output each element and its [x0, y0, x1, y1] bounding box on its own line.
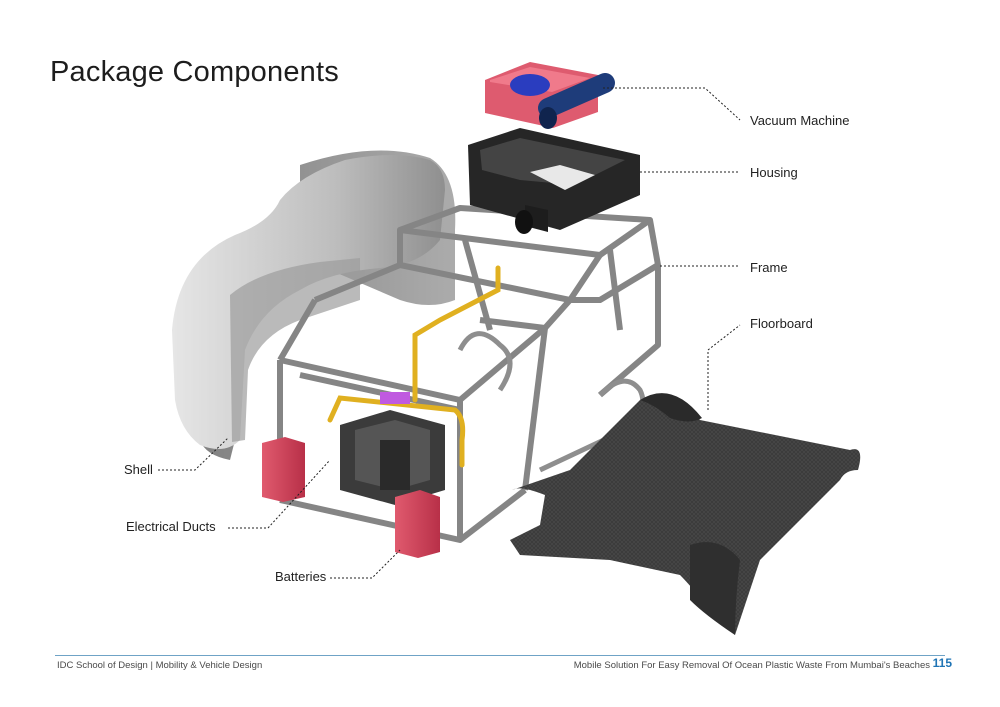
floorboard-part	[510, 393, 861, 635]
footer-left-text: IDC School of Design | Mobility & Vehicl…	[57, 660, 263, 671]
label-batteries: Batteries	[275, 569, 327, 584]
label-housing: Housing	[750, 165, 798, 180]
label-shell: Shell	[124, 462, 153, 477]
label-frame: Frame	[750, 260, 788, 275]
footer-right-text: Mobile Solution For Easy Removal Of Ocea…	[573, 660, 930, 671]
connector-block	[380, 392, 410, 404]
shell-part	[172, 150, 456, 460]
footer-rule	[55, 655, 945, 656]
label-electrical-ducts: Electrical Ducts	[126, 519, 216, 534]
page-number: 115	[932, 656, 952, 670]
label-vacuum-machine: Vacuum Machine	[750, 113, 850, 128]
center-mount-part	[340, 410, 445, 505]
label-floorboard: Floorboard	[750, 316, 813, 331]
leader-lines	[158, 87, 741, 579]
frame-part	[277, 205, 661, 543]
batteries-part	[262, 437, 440, 558]
electrical-ducts-part	[327, 265, 501, 468]
vacuum-machine-part	[485, 62, 615, 129]
page-title: Package Components	[50, 56, 339, 88]
housing-part	[468, 128, 640, 234]
